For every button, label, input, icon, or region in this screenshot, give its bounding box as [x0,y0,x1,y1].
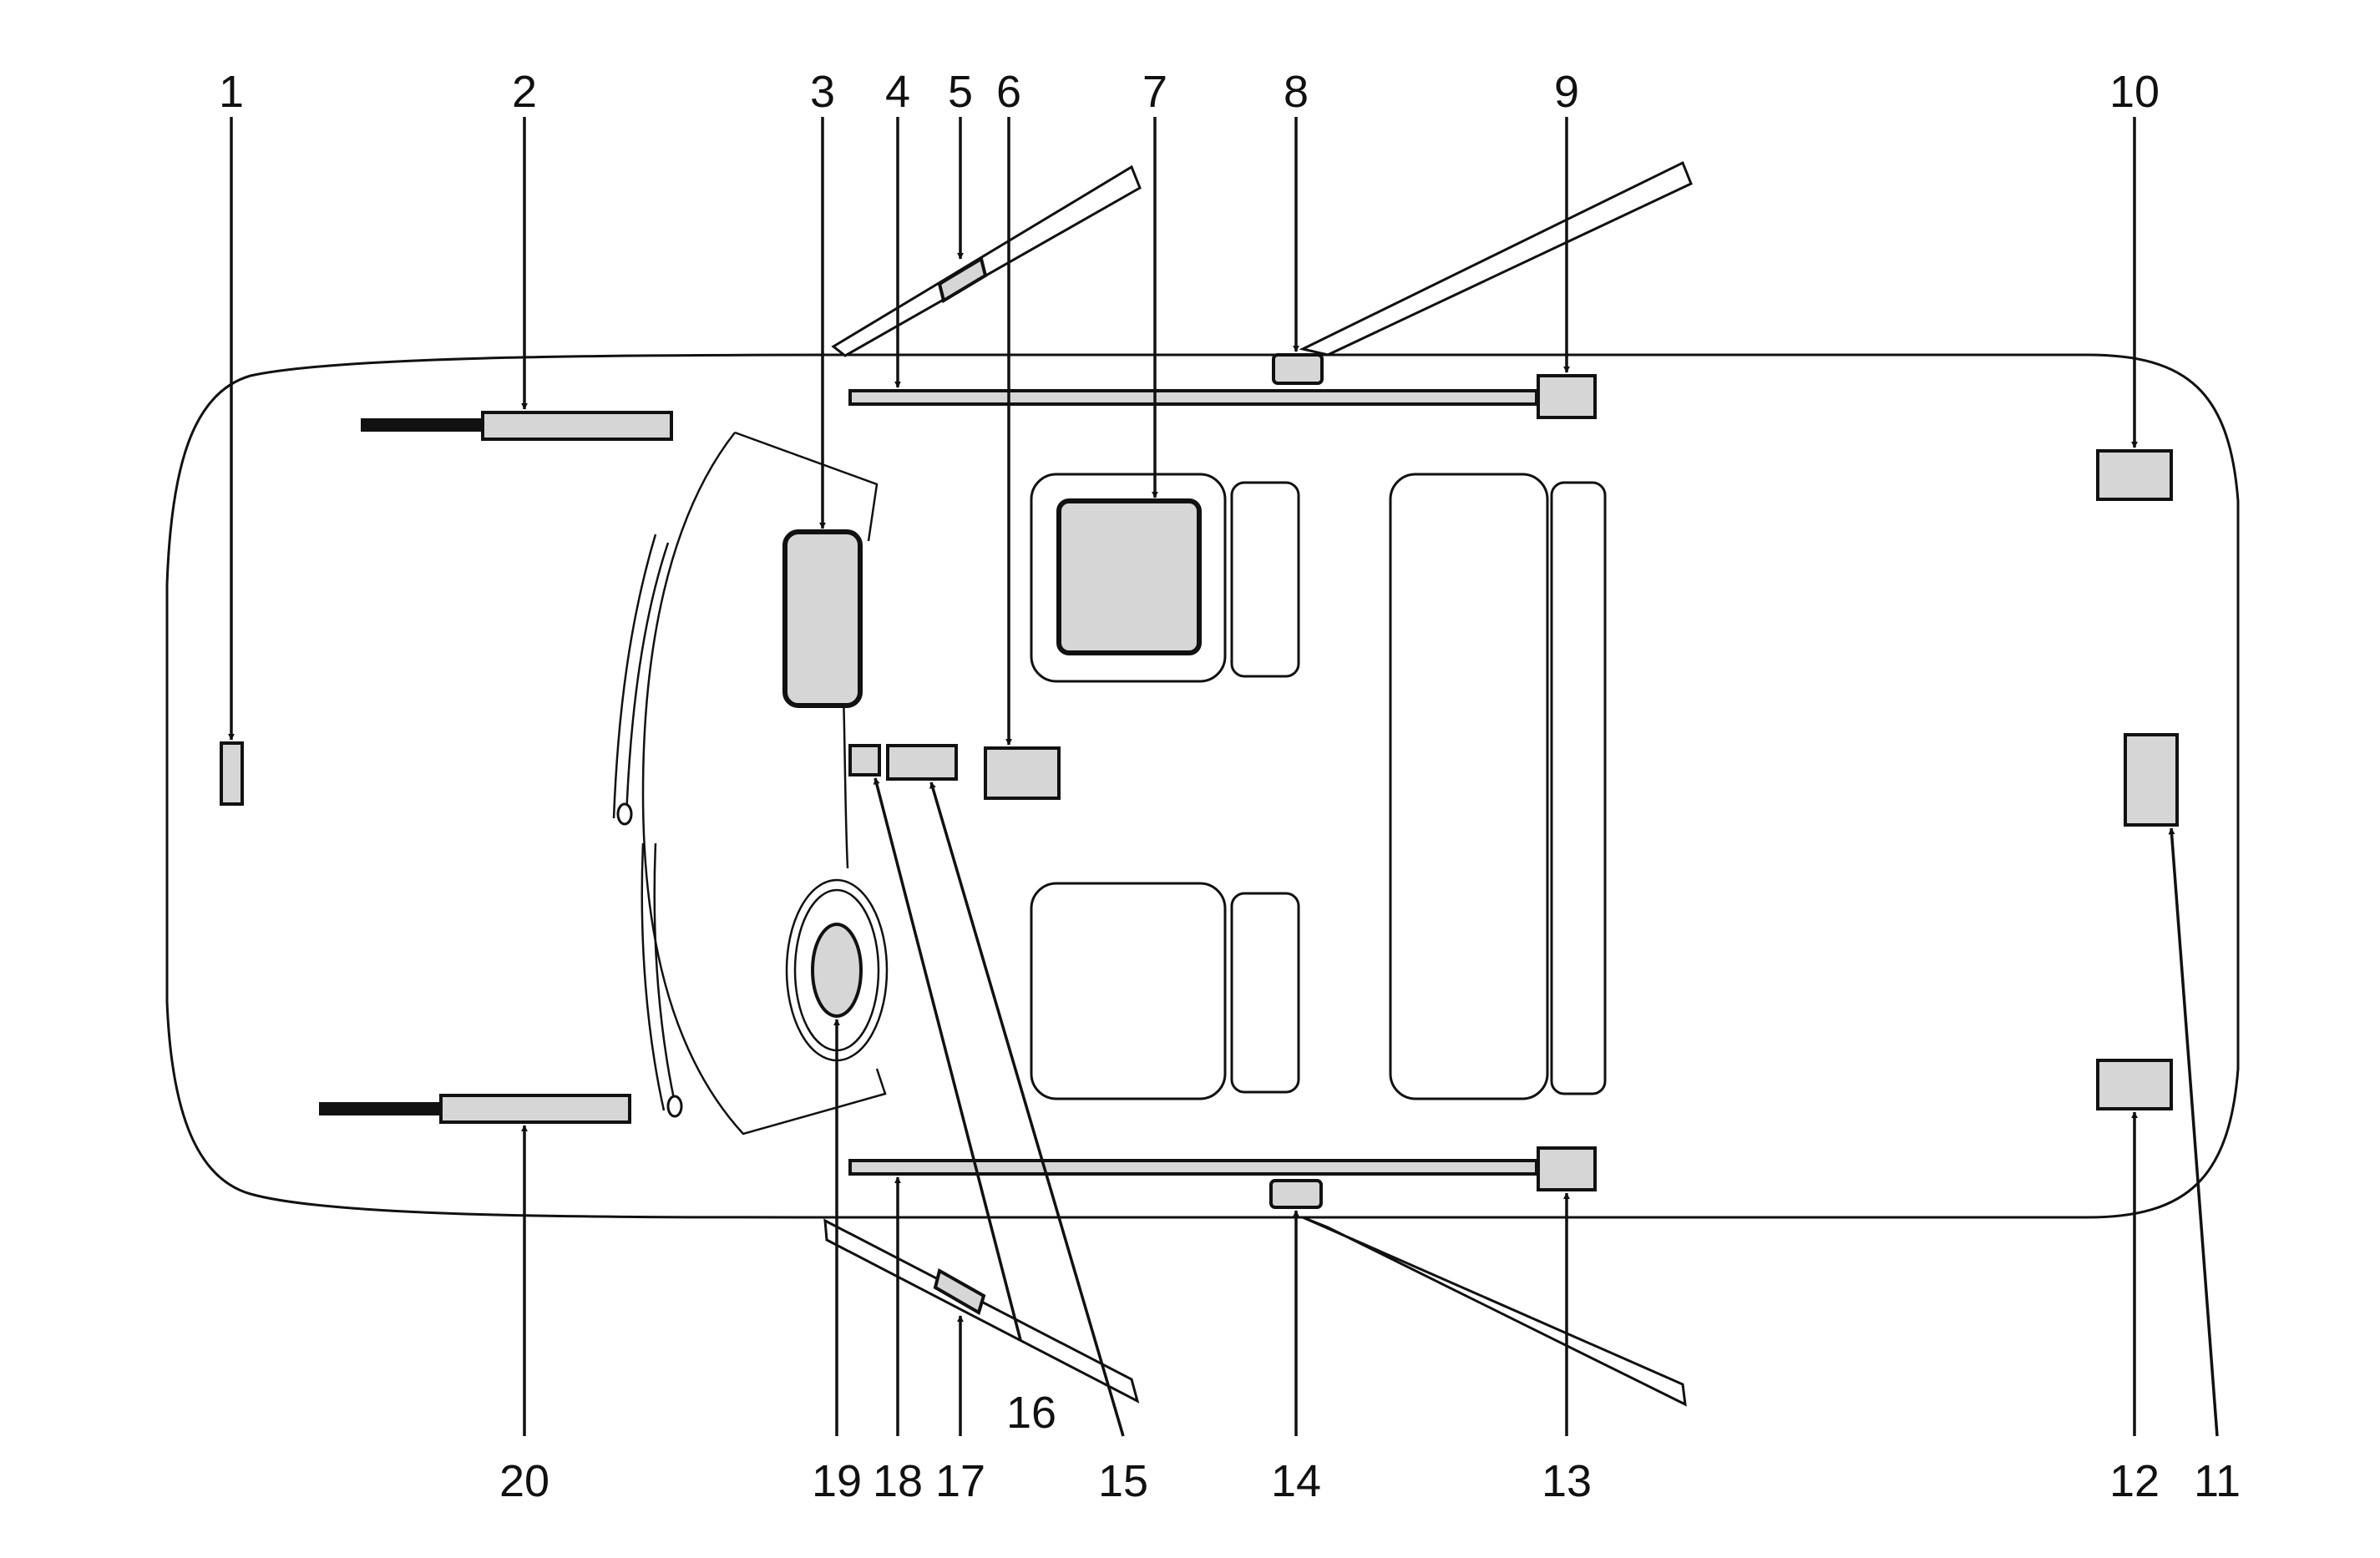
component-13 [1537,1146,1597,1191]
callout-7: 7 [1142,67,1167,117]
component-17 [933,1267,986,1315]
vehicle-body [165,353,2240,1219]
component-15 [886,744,958,781]
component-6 [984,746,1061,800]
leader-lines [228,117,2219,1437]
component-5 [937,255,988,304]
component-8 [1272,353,1324,385]
callout-10: 10 [2109,67,2160,117]
callout-2: 2 [512,67,537,117]
component-1 [220,741,244,806]
component-7 [1056,498,1202,655]
component-10 [2096,449,2173,501]
component-12 [2096,1059,2173,1110]
callout-17: 17 [935,1456,985,1506]
callout-5: 5 [948,67,973,117]
callout-13: 13 [1542,1456,1592,1506]
callout-1: 1 [219,67,244,117]
callout-20: 20 [499,1456,549,1506]
callout-3: 3 [810,67,835,117]
callout-11: 11 [2194,1456,2241,1506]
component-9 [1537,374,1597,419]
door-upper-left [831,164,1142,357]
component-2 [361,411,673,441]
callout-14: 14 [1271,1456,1321,1506]
callout-12: 12 [2109,1456,2160,1506]
callout-9: 9 [1554,67,1579,117]
callout-18: 18 [873,1456,923,1506]
rear-bench-seat [1389,473,1607,1100]
door-lower-right [1302,1216,1687,1407]
component-18-rail [848,1159,1538,1176]
component-3 [782,529,863,708]
component-16 [848,744,881,776]
front-seat-passenger [1030,882,1300,1100]
callout-8: 8 [1284,67,1309,117]
door-lower-left [823,1218,1140,1404]
callout-15: 15 [1098,1456,1148,1506]
component-14 [1269,1179,1323,1209]
door-upper-right [1299,160,1693,357]
wiper-lower [641,842,683,1118]
callout-19: 19 [812,1456,862,1506]
component-11 [2124,733,2179,827]
component-20 [319,1094,631,1124]
callout-4: 4 [885,67,910,117]
wiper-upper [612,534,670,826]
callout-labels: 1 2 3 4 5 6 7 8 9 10 11 12 13 14 15 16 1… [219,67,2241,1506]
callout-6: 6 [996,67,1021,117]
callout-16: 16 [1006,1388,1056,1438]
component-4-rail [848,389,1538,406]
windshield [641,431,887,1136]
